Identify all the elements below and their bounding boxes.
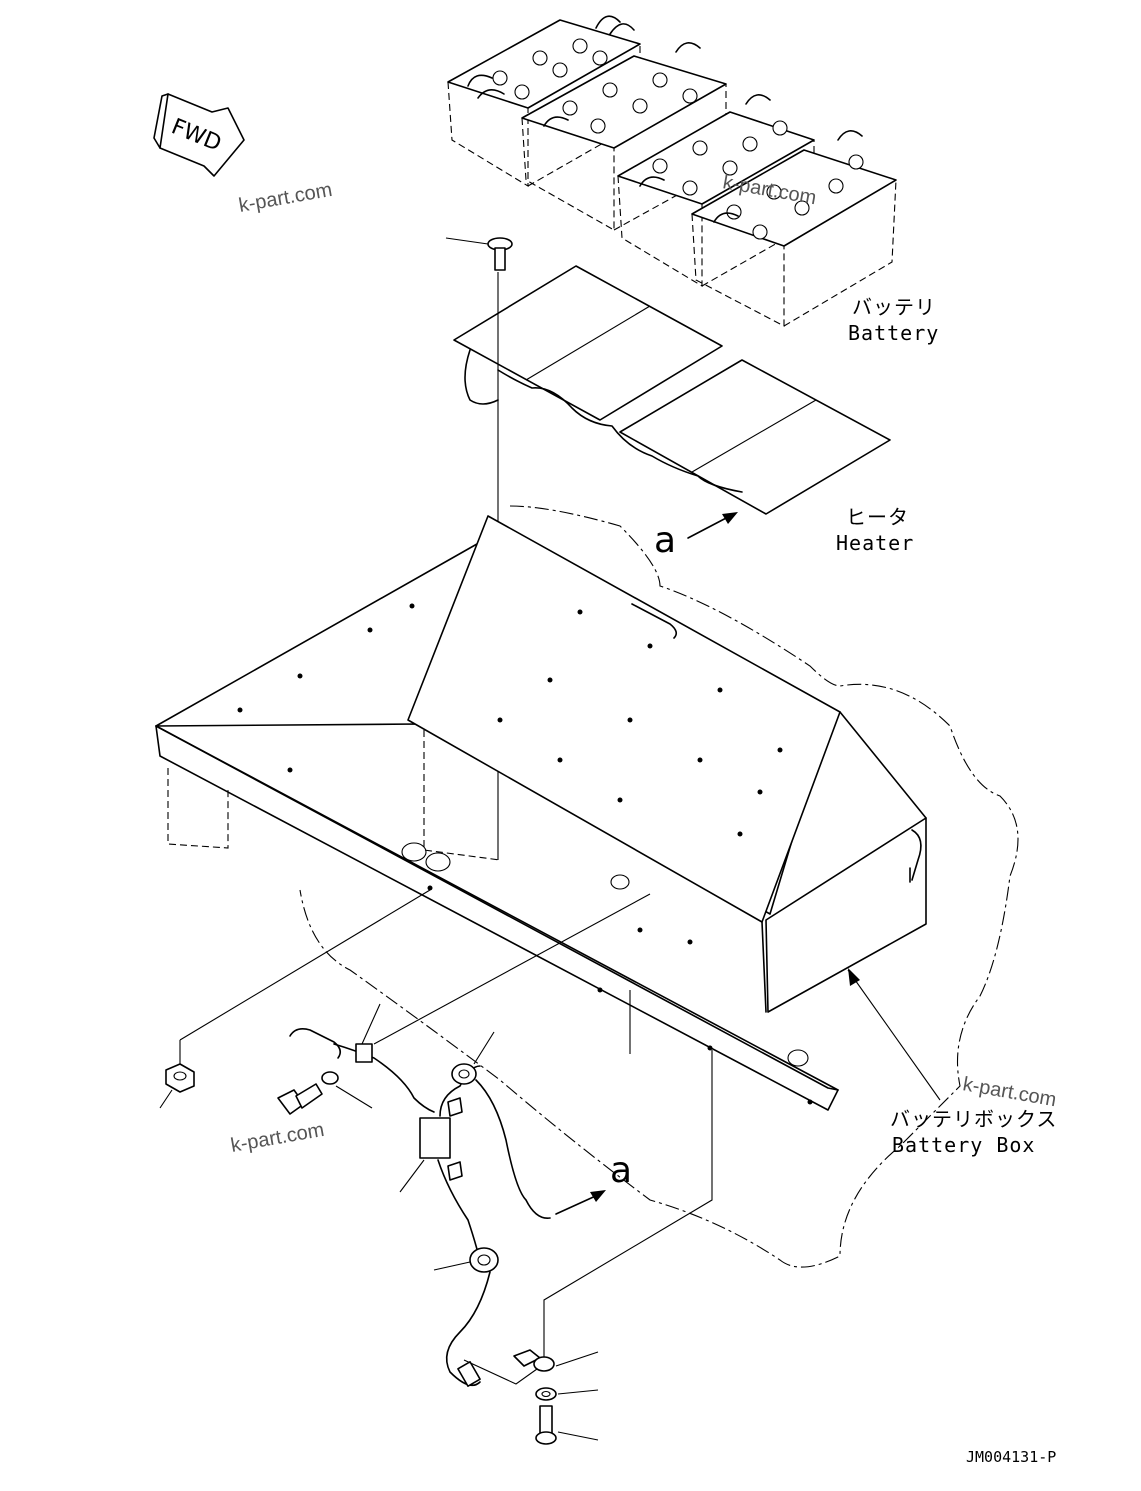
watermark: k-part.com xyxy=(237,179,334,217)
heater-pads xyxy=(453,265,891,515)
svg-text:a: a xyxy=(654,520,676,561)
ref-a-lower: a xyxy=(555,1150,632,1215)
nut xyxy=(159,1063,195,1109)
battery-label-jp: バッテリ xyxy=(852,295,936,319)
ground-parts xyxy=(513,1349,599,1445)
bolt-washer xyxy=(277,1071,373,1115)
battery-1 xyxy=(447,15,641,187)
chassis-outline xyxy=(299,505,1019,1268)
battery-4 xyxy=(691,130,897,327)
battery-box-label-en: Battery Box xyxy=(892,1133,1035,1157)
leader-line xyxy=(373,893,651,1045)
heater-label-jp: ヒータ xyxy=(846,505,909,529)
leader-line xyxy=(543,1050,713,1360)
battery-label-en: Battery xyxy=(848,321,939,345)
watermark: k-part.com xyxy=(229,1119,326,1157)
watermark: k-part.com xyxy=(961,1073,1058,1111)
battery-2 xyxy=(521,42,727,231)
battery-box xyxy=(407,515,941,1101)
ref-a-upper: a xyxy=(654,512,738,561)
leader-line xyxy=(179,889,431,1041)
wiring-harness xyxy=(289,1003,551,1387)
battery-box-label-jp: バッテリボックス xyxy=(890,1107,1057,1131)
heater-label-en: Heater xyxy=(836,531,914,555)
battery-3 xyxy=(617,94,815,287)
svg-text:a: a xyxy=(610,1150,632,1191)
batteries xyxy=(447,15,897,327)
fwd-arrow-icon: FWD xyxy=(153,93,245,177)
drawing-code: JM004131-P xyxy=(966,1448,1056,1466)
